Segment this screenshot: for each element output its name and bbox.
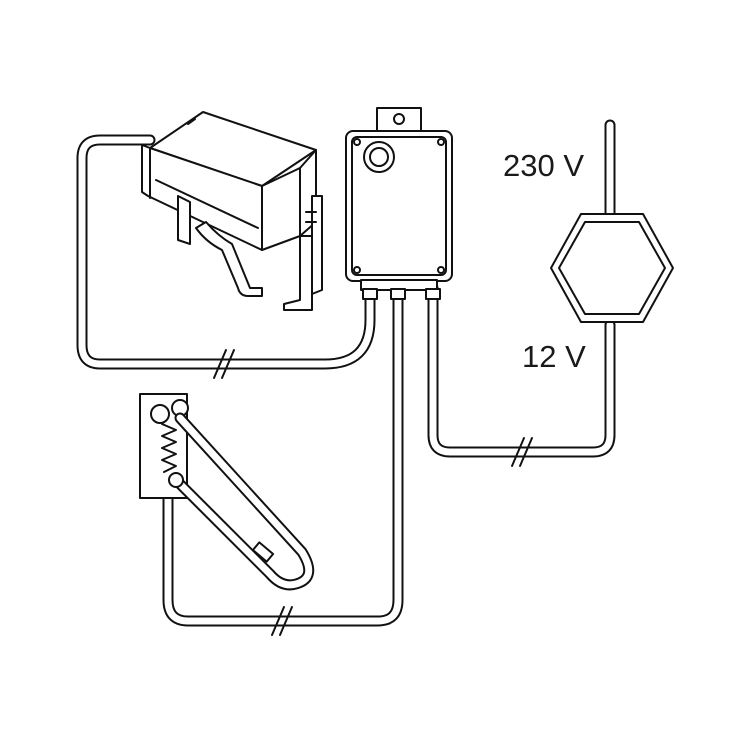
grab-bar-device [139, 393, 315, 591]
cable-to-paper-dispenser [76, 134, 376, 379]
power-supply-transformer-icon [550, 213, 674, 323]
paper-dispenser-device [141, 111, 323, 311]
voltage-input-label: 230 V [503, 148, 585, 183]
control-box [345, 107, 453, 300]
cable-break-mark [213, 349, 227, 379]
cable-break-mark [511, 437, 525, 467]
spring-icon [161, 423, 177, 473]
cable-break-mark [279, 606, 293, 636]
cable-break-mark [221, 349, 235, 379]
cable-break-mark [519, 437, 533, 467]
mounting-hole-icon [393, 113, 405, 125]
voltage-output-label: 12 V [522, 339, 586, 374]
grab-bar-switch [251, 541, 275, 563]
cable-break-mark [271, 606, 285, 636]
cable-to-grab-bar [162, 282, 404, 636]
control-box-button-icon [363, 141, 395, 173]
cable-12v-output [427, 282, 616, 467]
